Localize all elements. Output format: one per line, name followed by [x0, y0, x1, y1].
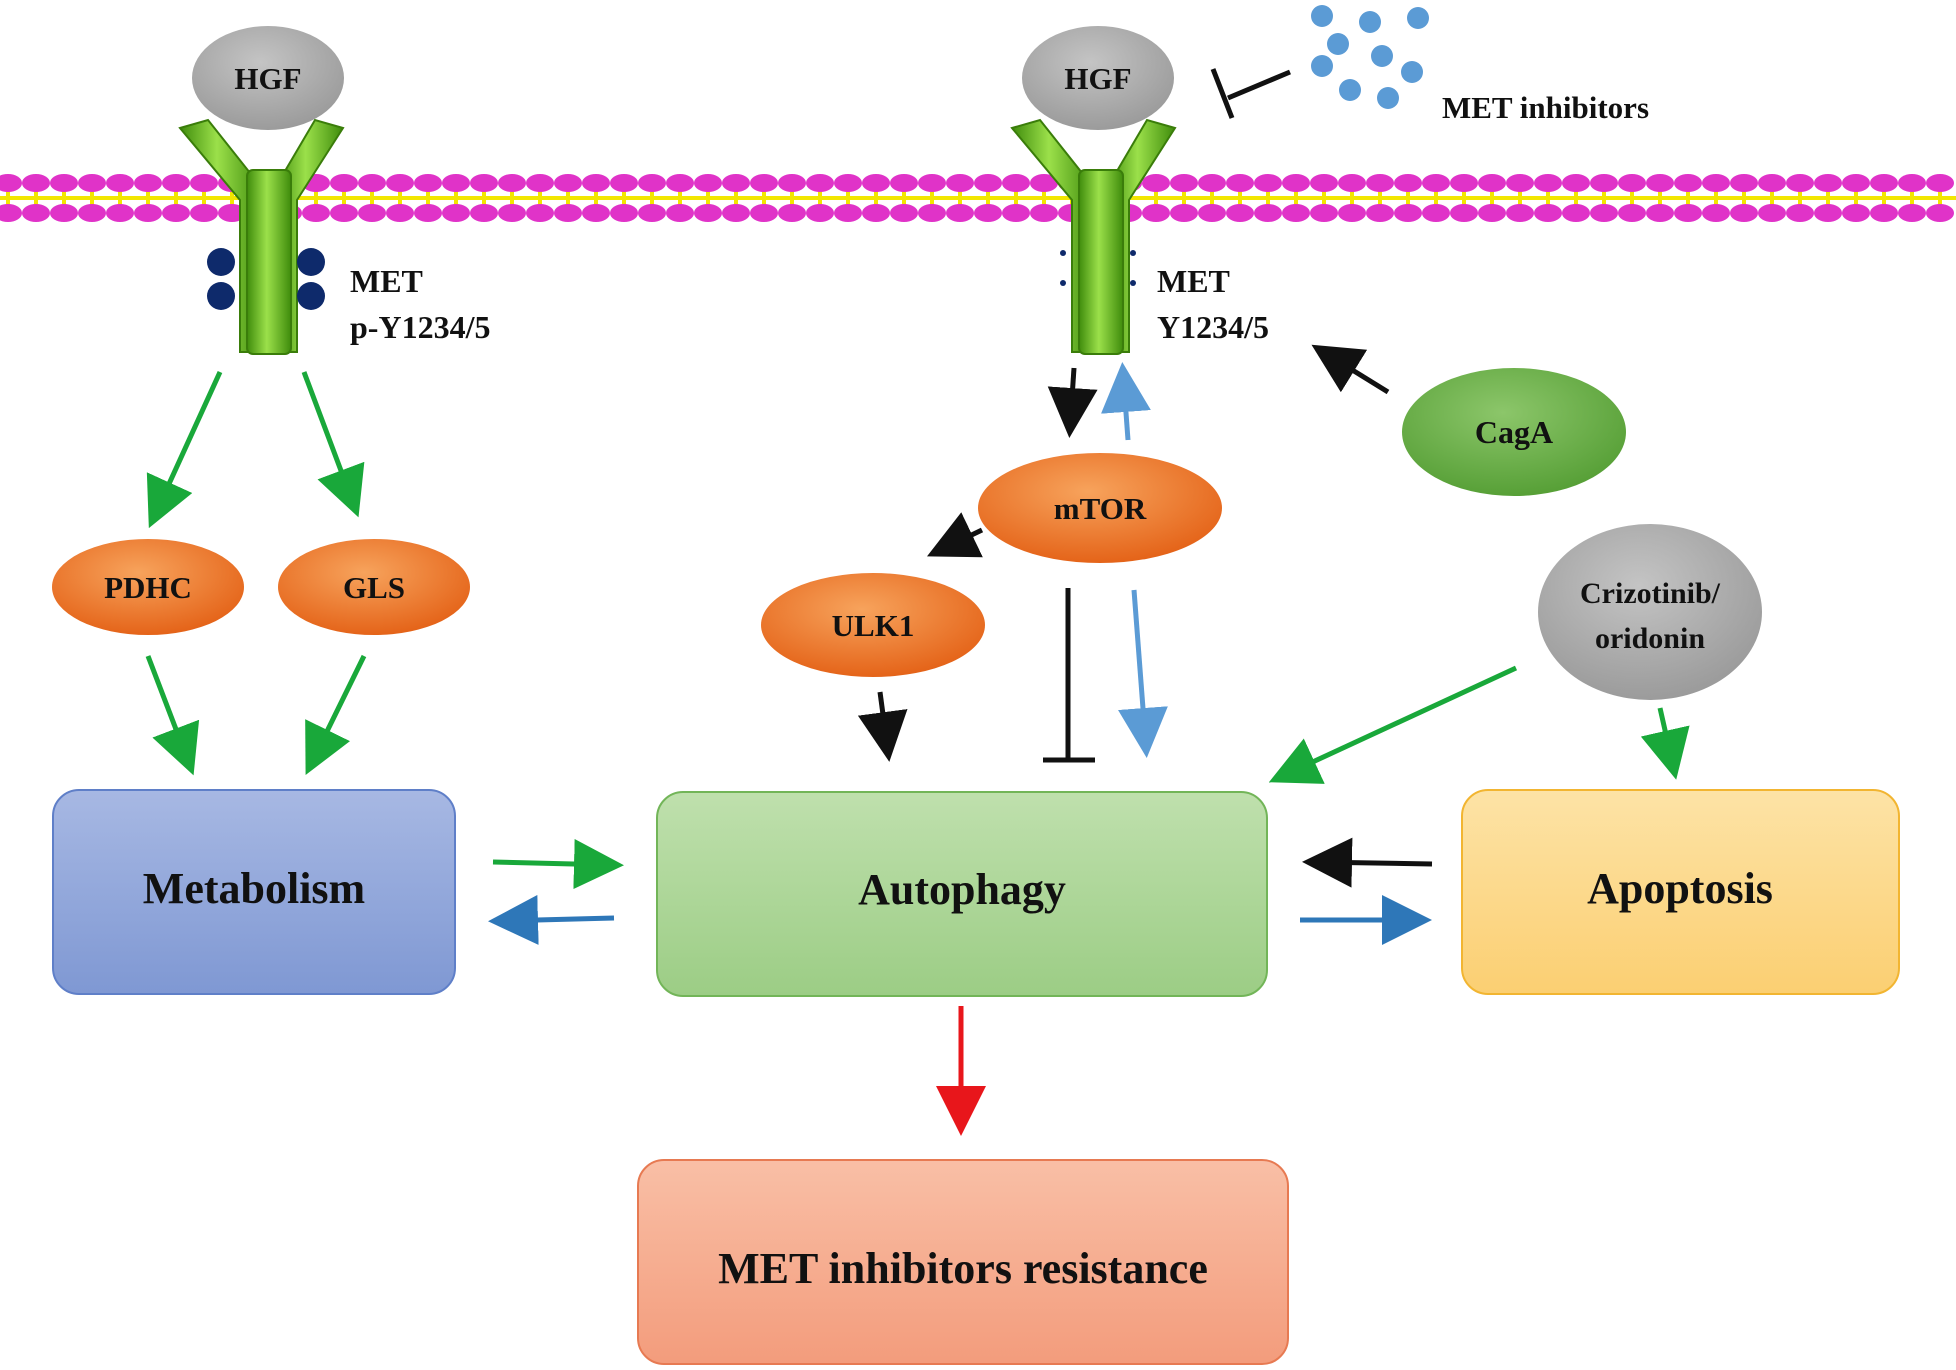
crizotinib-label: Crizotinib/	[1580, 577, 1721, 610]
ulk1-label: ULK1	[832, 608, 915, 643]
edge-met-to-pdhc	[146, 370, 223, 529]
resistance-box	[637, 1159, 1289, 1365]
edge-autophagy-to-metabolism	[488, 894, 615, 945]
edge-metabolism-to-autophagy	[492, 839, 624, 890]
oridonin-label: oridonin	[1595, 622, 1705, 655]
autophagy-box	[656, 791, 1268, 997]
apoptosis-box	[1461, 789, 1900, 995]
hgf-left-node	[192, 26, 344, 130]
membrane-bilayer-icon	[0, 174, 1956, 222]
mtor-label: mTOR	[1054, 491, 1147, 526]
edge-gls-to-metabolism	[305, 654, 367, 775]
mtor-node	[978, 453, 1222, 563]
edge-autophagy-to-mtor	[1118, 589, 1168, 758]
hgf-right-node	[1022, 26, 1174, 130]
met-receptor-left: HGF MET p-Y1234/5	[178, 26, 490, 355]
edge-ulk1-to-autophagy	[857, 691, 908, 762]
pdhc-node	[52, 539, 244, 635]
caga-label: CagA	[1475, 414, 1553, 450]
met-left-label: MET	[350, 263, 423, 299]
hgf-left-label: HGF	[234, 61, 301, 96]
apoptosis-label: Apoptosis	[1587, 864, 1773, 913]
metabolism-box	[52, 789, 456, 995]
crizotinib-oridonin-node	[1538, 524, 1762, 700]
met-receptor-icon	[1010, 118, 1177, 355]
pdhc-label: PDHC	[104, 570, 192, 605]
phosphate-dot-icon	[207, 248, 325, 310]
gls-label: GLS	[343, 570, 405, 605]
edge-pdhc-to-metabolism	[145, 655, 200, 776]
met-right-label: MET	[1157, 263, 1230, 299]
metabolism-label: Metabolism	[143, 864, 365, 913]
met-left-site-label: p-Y1234/5	[350, 309, 490, 345]
edge-crizotinib-to-autophagy	[1268, 665, 1518, 784]
edge-mtor-to-met	[1101, 362, 1151, 441]
met-receptor-right: HGF MET Y1234/5	[1010, 26, 1269, 355]
edge-met-to-gls	[301, 371, 365, 518]
autophagy-label: Autophagy	[858, 865, 1066, 914]
edge-met-to-mtor	[1047, 367, 1098, 438]
caga-node	[1402, 368, 1626, 496]
inhibitor-molecule-icon	[1311, 5, 1429, 109]
met-inhibitors-inhibit-edge	[1210, 68, 1291, 119]
edge-crizotinib-to-apoptosis	[1640, 707, 1690, 780]
edge-apoptosis-to-autophagy	[1302, 837, 1433, 888]
ulk1-node	[761, 573, 985, 677]
met-inhibitors-label: MET inhibitors	[1442, 90, 1649, 125]
edge-caga-to-met	[1311, 344, 1390, 395]
phosphate-site-marks	[1060, 250, 1136, 286]
gls-node	[278, 539, 470, 635]
met-receptor-icon	[178, 118, 345, 355]
hgf-right-label: HGF	[1064, 61, 1131, 96]
edges	[145, 344, 1690, 1136]
met-right-site-label: Y1234/5	[1157, 309, 1269, 345]
resistance-label: MET inhibitors resistance	[718, 1244, 1208, 1293]
edge-mtor-to-ulk1	[926, 512, 984, 558]
